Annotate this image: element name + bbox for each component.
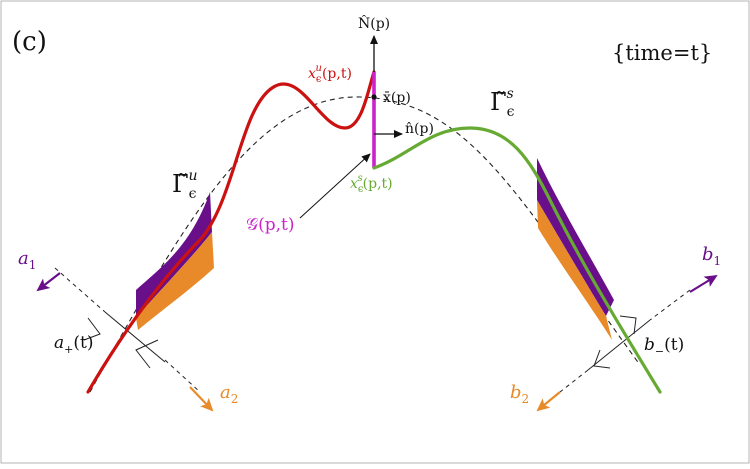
gamma-s-label: Γ̃ϵs <box>490 86 515 120</box>
a-plus-label: a+(t) <box>54 333 93 356</box>
a2-label: a2 <box>220 382 238 406</box>
time-label: {time=t} <box>612 41 712 65</box>
b1-label: b1 <box>702 244 721 268</box>
b-minus-chevron-left <box>593 349 611 369</box>
left-purple-ribbon <box>136 192 212 318</box>
x-s-label: xϵs(p,t) <box>350 173 393 195</box>
stable-manifold-curve <box>372 126 662 394</box>
n-hat-label: n̂(p) <box>405 121 434 137</box>
right-orange-ribbon <box>537 200 612 340</box>
x-bar-label: x̄(p) <box>383 90 411 106</box>
gamma-u-label: Γ̃ϵu <box>172 168 198 202</box>
G-pointer-arrow <box>299 153 371 219</box>
a-manifold-line <box>104 311 166 363</box>
b1-arrow <box>689 274 718 293</box>
left-orange-ribbon <box>136 232 214 330</box>
b-manifold-line-dashed <box>559 289 691 393</box>
right-purple-ribbon <box>537 158 614 316</box>
a-manifold-line-dashed <box>54 267 201 393</box>
a-plus-chevron-right <box>135 339 159 369</box>
b-minus-label: b−(t) <box>644 335 684 358</box>
G-label: 𝒢(p,t) <box>246 215 295 235</box>
a2-arrow <box>189 386 214 412</box>
b-minus-chevron-right <box>619 315 637 335</box>
x-u-label: xϵu(p,t) <box>308 63 352 85</box>
a-plus-chevron-left <box>83 317 101 341</box>
b-manifold-line <box>587 319 651 371</box>
panel-label: (c) <box>12 27 47 57</box>
a1-label: a1 <box>18 248 36 272</box>
N-hat-label: N̂(p) <box>358 14 390 32</box>
b2-label: b2 <box>510 382 529 406</box>
unstable-manifold-curve <box>86 70 376 394</box>
b2-arrow <box>536 391 561 412</box>
a1-arrow <box>36 272 61 292</box>
x-bar-point <box>371 94 377 100</box>
